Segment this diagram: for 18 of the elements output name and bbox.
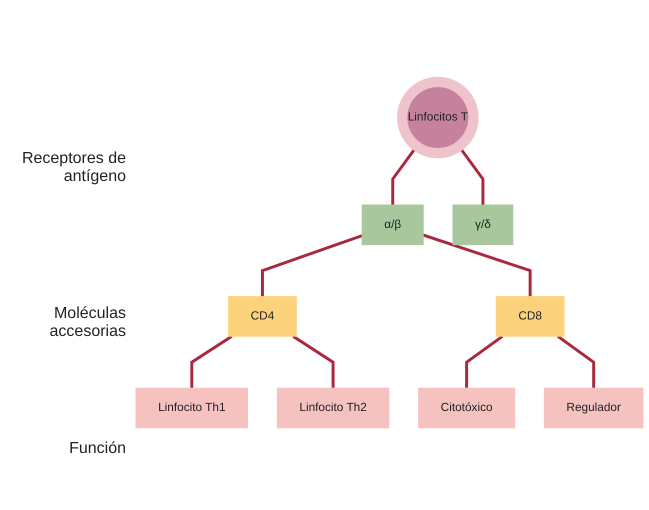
node-box: CD4 bbox=[228, 296, 297, 337]
connector bbox=[260, 234, 363, 297]
row-label: Moléculas accesorias bbox=[48, 305, 126, 341]
connector bbox=[465, 335, 504, 388]
node-box: Linfocito Th2 bbox=[276, 388, 390, 428]
row-label: Receptores de antígeno bbox=[20, 150, 126, 186]
connector bbox=[556, 335, 596, 388]
node-box: CD8 bbox=[496, 296, 564, 337]
node-box: α/β bbox=[362, 204, 424, 246]
connector bbox=[190, 335, 232, 388]
connector bbox=[422, 234, 532, 297]
connector bbox=[292, 335, 335, 388]
node-box: Regulador bbox=[544, 388, 644, 428]
node-box: γ/δ bbox=[452, 204, 514, 246]
node-box: Citotóxico bbox=[418, 388, 516, 428]
row-label: Función bbox=[68, 440, 126, 458]
node-circle: Linfocitos T bbox=[397, 76, 479, 158]
node-box: Linfocito Th1 bbox=[136, 388, 248, 428]
